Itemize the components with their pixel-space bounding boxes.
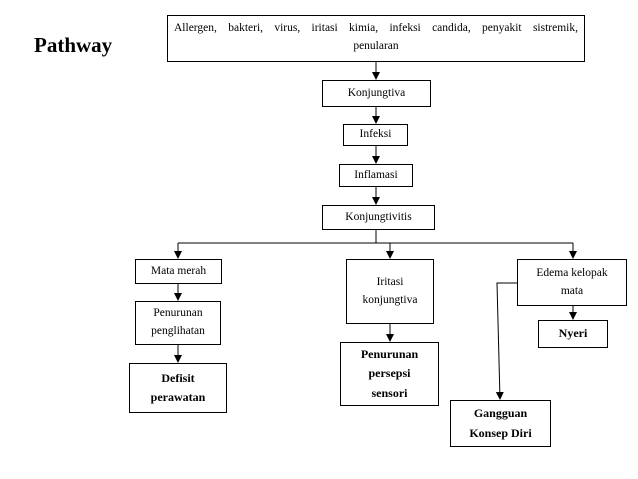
cause-word: penyakit <box>482 22 522 34</box>
node-penurunan-persepsi-sensori: Penurunan persepsi sensori <box>340 342 439 406</box>
node-infeksi: Infeksi <box>343 124 408 146</box>
node-defisit-perawatan-line: Defisit <box>161 370 195 385</box>
cause-word: iritasi <box>311 22 338 34</box>
node-iritasi-konjungtiva: Iritasi konjungtiva <box>346 259 434 324</box>
node-konjungtivitis-label: Konjungtivitis <box>345 210 412 223</box>
node-konjungtivitis: Konjungtivitis <box>322 205 435 230</box>
node-nyeri: Nyeri <box>538 320 608 348</box>
node-inflamasi: Inflamasi <box>339 164 413 187</box>
node-edema-kelopak-line: mata <box>560 284 584 297</box>
cause-word: bakteri, <box>228 22 264 34</box>
node-mata-merah: Mata merah <box>135 259 222 284</box>
node-causes-line2: penularan <box>353 39 399 52</box>
node-gangguan-konsep-line: Gangguan <box>473 406 528 421</box>
node-causes-line1: Allergen, bakteri, virus, iritasi kimia,… <box>174 20 578 38</box>
cause-word: Allergen, <box>174 22 217 34</box>
cause-word: candida, <box>432 22 471 34</box>
cause-word: sistremik, <box>532 22 578 34</box>
node-edema-kelopak-line: Edema kelopak <box>536 266 608 279</box>
arrow-edema-to-gangguan <box>495 282 517 400</box>
node-penurunan-persepsi-line: Penurunan <box>360 347 419 362</box>
node-iritasi-konjungtiva-line: konjungtiva <box>362 293 418 306</box>
node-infeksi-label: Infeksi <box>359 128 392 141</box>
node-konjungtiva-label: Konjungtiva <box>347 86 406 99</box>
node-inflamasi-label: Inflamasi <box>354 168 398 181</box>
node-mata-merah-label: Mata merah <box>150 264 207 277</box>
cause-word: virus, <box>274 22 301 34</box>
node-konjungtiva: Konjungtiva <box>322 80 431 107</box>
diagram-title: Pathway <box>34 33 113 57</box>
node-gangguan-konsep-line: Konsep Diri <box>469 425 532 440</box>
node-defisit-perawatan: Defisit perawatan <box>129 363 227 413</box>
node-penurunan-penglihatan: Penurunan penglihatan <box>135 301 221 345</box>
cause-word: infeksi <box>389 22 421 34</box>
node-gangguan-konsep-diri: Gangguan Konsep Diri <box>450 400 551 447</box>
node-iritasi-konjungtiva-line: Iritasi <box>376 275 404 288</box>
node-penurunan-persepsi-line: persepsi <box>368 366 411 381</box>
node-causes: Allergen, bakteri, virus, iritasi kimia,… <box>167 15 585 62</box>
node-penurunan-penglihatan-line: Penurunan <box>153 307 203 320</box>
cause-word: kimia, <box>349 22 379 34</box>
node-penurunan-penglihatan-line: penglihatan <box>151 325 205 337</box>
node-defisit-perawatan-line: perawatan <box>150 390 206 404</box>
node-nyeri-label: Nyeri <box>558 326 588 341</box>
node-penurunan-persepsi-line: sensori <box>371 385 408 400</box>
node-edema-kelopak-mata: Edema kelopak mata <box>517 259 627 306</box>
